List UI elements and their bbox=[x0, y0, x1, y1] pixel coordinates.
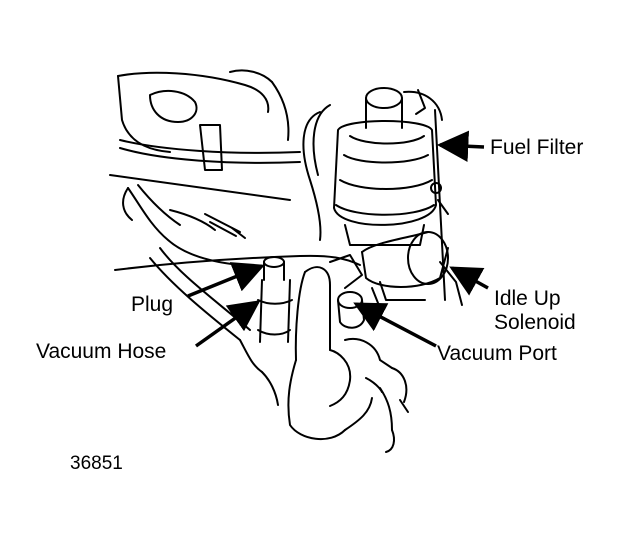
arrow-vacuum-port bbox=[353, 304, 436, 346]
idle-up-solenoid-label-line2: Solenoid bbox=[494, 311, 576, 334]
vacuum-port-part bbox=[330, 255, 364, 328]
arrow-vacuum-hose bbox=[196, 300, 261, 346]
fuel-filter-part bbox=[303, 88, 448, 245]
arrow-fuel-filter bbox=[436, 130, 484, 163]
fuel-filter-label: Fuel Filter bbox=[490, 136, 584, 159]
vacuum-hose-part bbox=[258, 257, 292, 342]
idle-up-solenoid-label-line1: Idle Up bbox=[494, 287, 561, 310]
idle-up-solenoid-part bbox=[362, 110, 462, 308]
plug-label: Plug bbox=[131, 293, 174, 316]
figure-number: 36851 bbox=[70, 453, 123, 474]
vacuum-hose-label: Vacuum Hose bbox=[36, 340, 167, 363]
engine-background bbox=[110, 70, 300, 405]
hand-illustration bbox=[288, 267, 408, 452]
vacuum-port-label: Vacuum Port bbox=[437, 342, 557, 365]
arrow-plug bbox=[188, 262, 265, 296]
arrow-idle-up-solenoid bbox=[449, 268, 488, 296]
